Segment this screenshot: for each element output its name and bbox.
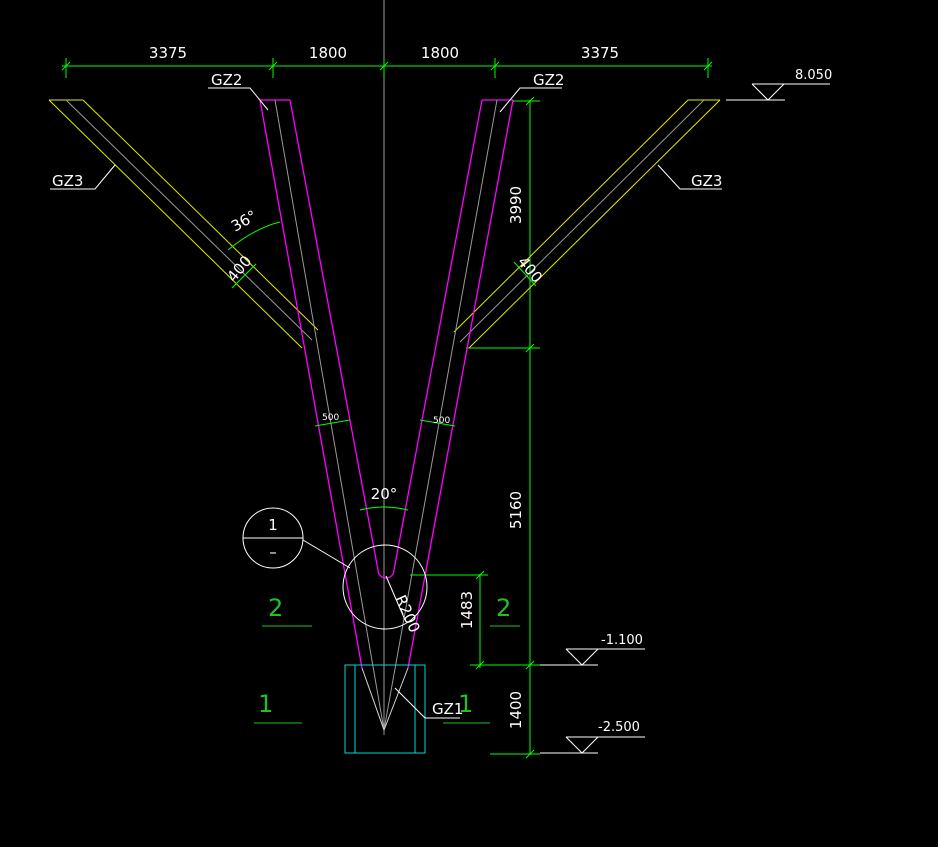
aux-dim-label: 1483 [458,591,476,629]
top-dim-label: 1800 [309,44,347,62]
right-branch-width-label: 400 [514,253,546,287]
gz3-right-leader [657,164,722,190]
right-column-gz2 [383,99,514,731]
detail-number: 1 [268,516,278,534]
fork-angle-label: 20° [371,485,398,503]
aux-dimension-line [410,570,488,670]
top-dim-label: 3375 [581,44,619,62]
section-mark-right-1: 1 [458,690,473,718]
elevation-marker-bottom [540,736,645,754]
elevation-label-top: 8.050 [795,68,832,83]
elevation-marker-mid [540,648,645,666]
right-column-width-dim [419,419,456,427]
elevation-label-bottom: -2.500 [598,720,640,735]
right-column-width-label: 500 [433,416,450,426]
radius-label: R200 [391,592,423,635]
footing-gz1 [344,664,426,754]
detail-sheet: – [269,543,277,561]
branch-angle-arc [227,221,281,251]
elevation-marker-top [726,83,830,101]
fork-angle-arc [359,506,409,511]
top-dim-label: 1800 [421,44,459,62]
right-dim-label: 1400 [507,691,525,729]
radius-leader [385,575,406,621]
gz2-right-tag: GZ2 [533,71,564,89]
footing-inner-lines [361,667,409,731]
fork-radius-arc [377,569,395,579]
detail-circle [342,544,428,630]
right-dim-label: 3990 [507,186,525,224]
gz2-left-tag: GZ2 [211,71,242,89]
right-dimension-line [466,96,540,759]
detail-leader [302,539,351,569]
section-mark-left-1: 1 [258,690,273,718]
top-dim-label: 3375 [149,44,187,62]
left-branch-gz3 [48,99,319,349]
gz3-right-tag: GZ3 [691,172,722,190]
right-branch-gz3 [453,99,721,349]
left-column-width-dim [314,419,351,427]
gz2-right-leader [499,87,562,113]
left-branch-width-dim [231,263,257,289]
section-mark-left-2: 2 [268,594,283,622]
top-dimension-line [61,58,713,78]
section-mark-right-2: 2 [496,594,511,622]
gz1-leader [394,687,460,719]
gz1-tag: GZ1 [432,700,463,718]
left-column-width-label: 500 [322,413,339,423]
detail-mark: 1 – [242,507,304,569]
elevation-label-mid: -1.100 [601,633,643,648]
right-branch-width-dim [513,261,537,287]
gz3-left-leader [50,164,116,190]
gz2-left-leader [208,87,269,111]
right-dim-label: 5160 [507,491,525,529]
gz3-left-tag: GZ3 [52,172,83,190]
